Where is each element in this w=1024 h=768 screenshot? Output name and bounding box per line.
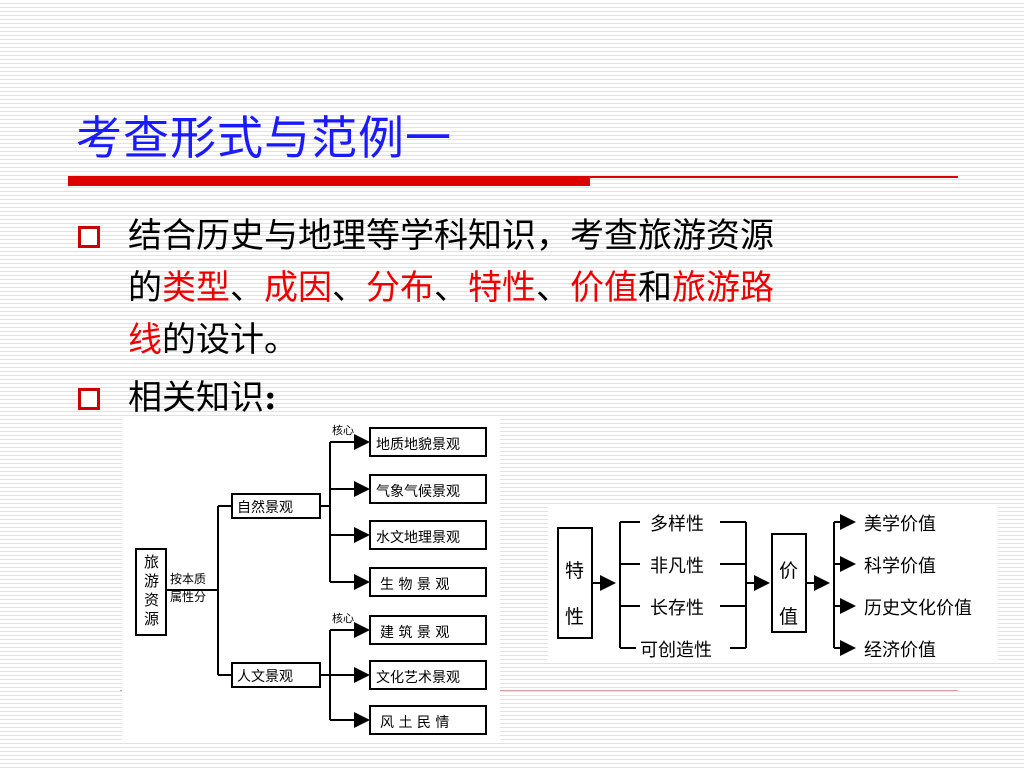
item-architecture: 建 筑 景 观 xyxy=(380,625,450,641)
item-biology: 生 物 景 观 xyxy=(380,577,450,593)
value-economic: 经济价值 xyxy=(864,640,936,661)
trait-permanence: 长存性 xyxy=(650,598,704,619)
item-climate: 气象气候景观 xyxy=(376,484,460,500)
root-char: 资 xyxy=(144,591,160,609)
trait-creatable: 可创造性 xyxy=(640,640,712,661)
tourism-resource-classification-diagram: 旅 游 资 源 按本质 属性分 自然景观 人文景观 核心 核心 地质地貌景观 气… xyxy=(122,418,500,740)
traits-node: 特 性 xyxy=(565,548,584,640)
item-landform: 地质地貌景观 xyxy=(376,437,460,453)
bullet-line: 的类型、成因、分布、特性、价值和旅游路 xyxy=(128,262,774,314)
value-aesthetic: 美学价值 xyxy=(864,514,936,535)
bullet-line: 线的设计。 xyxy=(128,314,774,366)
emphasis-text: 成因 xyxy=(264,268,332,308)
item-culture-art: 文化艺术景观 xyxy=(376,670,460,686)
body-text: 和 xyxy=(638,268,672,308)
bullet-text-2: 相关知识: xyxy=(128,372,277,424)
value-node: 价 值 xyxy=(779,548,798,640)
criterion-label: 按本质 属性分 xyxy=(170,570,206,606)
emphasis-text: 类型 xyxy=(162,268,230,308)
root-char: 源 xyxy=(144,610,160,628)
category-cultural: 人文景观 xyxy=(237,669,293,685)
emphasis-text: 价值 xyxy=(570,268,638,308)
body-text: 、 xyxy=(332,268,366,308)
body-text: 的设计。 xyxy=(162,320,298,360)
root-char: 游 xyxy=(144,572,160,590)
value-char: 价 xyxy=(779,560,799,582)
value-historical-cultural: 历史文化价值 xyxy=(864,598,972,619)
criterion-line: 属性分 xyxy=(170,590,207,604)
emphasis-text: 旅游路 xyxy=(672,268,774,308)
slide-title: 考查形式与范例一 xyxy=(76,111,452,165)
body-text: 、 xyxy=(434,268,468,308)
classification-connectors xyxy=(135,427,487,735)
footer-divider xyxy=(120,690,958,691)
emphasis-text: 特性 xyxy=(468,268,536,308)
traits-char: 性 xyxy=(565,606,585,628)
body-text: 结合历史与地理等学科知识，考查旅游资源 xyxy=(128,216,774,256)
bullet-square-icon xyxy=(78,226,100,248)
trait-extraordinary: 非凡性 xyxy=(650,556,704,577)
core-label: 核心 xyxy=(332,612,354,625)
emphasis-text: 分布 xyxy=(366,268,434,308)
trait-diversity: 多样性 xyxy=(650,514,704,535)
root-char: 旅 xyxy=(144,553,160,571)
traits-char: 特 xyxy=(565,560,585,582)
root-node: 旅 游 资 源 xyxy=(144,553,160,629)
core-label: 核心 xyxy=(332,424,354,437)
traits-values-connectors xyxy=(557,514,856,656)
title-underline-thick xyxy=(68,176,590,186)
body-text: 的 xyxy=(128,268,162,308)
item-hydrology: 水文地理景观 xyxy=(376,530,460,546)
criterion-line: 按本质 xyxy=(170,572,207,586)
body-text: 、 xyxy=(230,268,264,308)
related-knowledge-label: 相关知识 xyxy=(128,378,264,418)
colon: : xyxy=(264,378,277,418)
emphasis-text: 线 xyxy=(128,320,162,360)
title-underline-thin xyxy=(590,176,958,178)
body-text: 、 xyxy=(536,268,570,308)
traits-values-diagram: 特 性 多样性 非凡性 长存性 可创造性 价 值 美学价值 科学价值 历史文化价… xyxy=(548,504,998,662)
category-natural: 自然景观 xyxy=(237,500,293,516)
item-customs: 风 土 民 情 xyxy=(380,715,450,731)
bullet-line: 结合历史与地理等学科知识，考查旅游资源 xyxy=(128,210,774,262)
bullet-square-icon xyxy=(78,388,100,410)
value-char: 值 xyxy=(779,606,799,628)
bullet-text-1: 结合历史与地理等学科知识，考查旅游资源的类型、成因、分布、特性、价值和旅游路线的… xyxy=(128,210,774,366)
value-scientific: 科学价值 xyxy=(864,556,936,577)
